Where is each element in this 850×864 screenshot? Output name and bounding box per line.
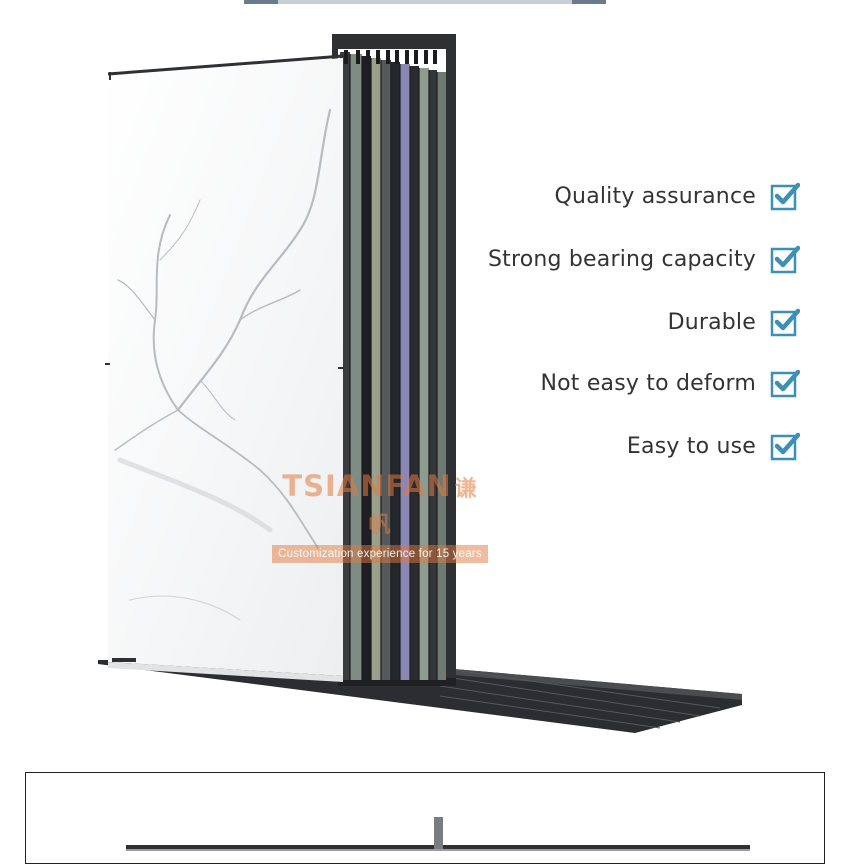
feature-item-strong-bearing-capacity: Strong bearing capacity	[488, 241, 800, 277]
top-divider-right-cap	[572, 0, 606, 4]
tile-panels	[340, 50, 446, 680]
feature-label: Durable	[667, 309, 756, 335]
feature-label: Easy to use	[626, 433, 756, 459]
feature-item-not-easy-to-deform: Not easy to deform	[540, 365, 800, 401]
checkbox-checked-icon	[770, 245, 800, 274]
checkbox-checked-icon	[770, 432, 800, 461]
feature-label: Quality assurance	[554, 183, 756, 209]
feature-item-quality-assurance: Quality assurance	[555, 178, 800, 214]
next-section-frame	[25, 772, 825, 864]
watermark-brand-cn: 谦帆	[368, 477, 478, 538]
feature-label: Not easy to deform	[540, 370, 756, 396]
feature-item-easy-to-use: Easy to use	[627, 428, 800, 464]
checkbox-checked-icon	[770, 182, 800, 211]
marble-tile-panel	[105, 54, 344, 682]
checkbox-checked-icon	[770, 369, 800, 398]
feature-item-durable: Durable	[668, 304, 800, 340]
tile-display-rack-illustration	[98, 34, 742, 733]
top-divider-left-cap	[244, 0, 278, 4]
top-divider	[244, 0, 606, 4]
feature-label: Strong bearing capacity	[487, 246, 756, 272]
checkbox-checked-icon	[770, 308, 800, 337]
watermark-tagline: Customization experience for 15 years	[272, 545, 488, 563]
watermark-brand-name: TSIANFAN	[282, 469, 452, 503]
